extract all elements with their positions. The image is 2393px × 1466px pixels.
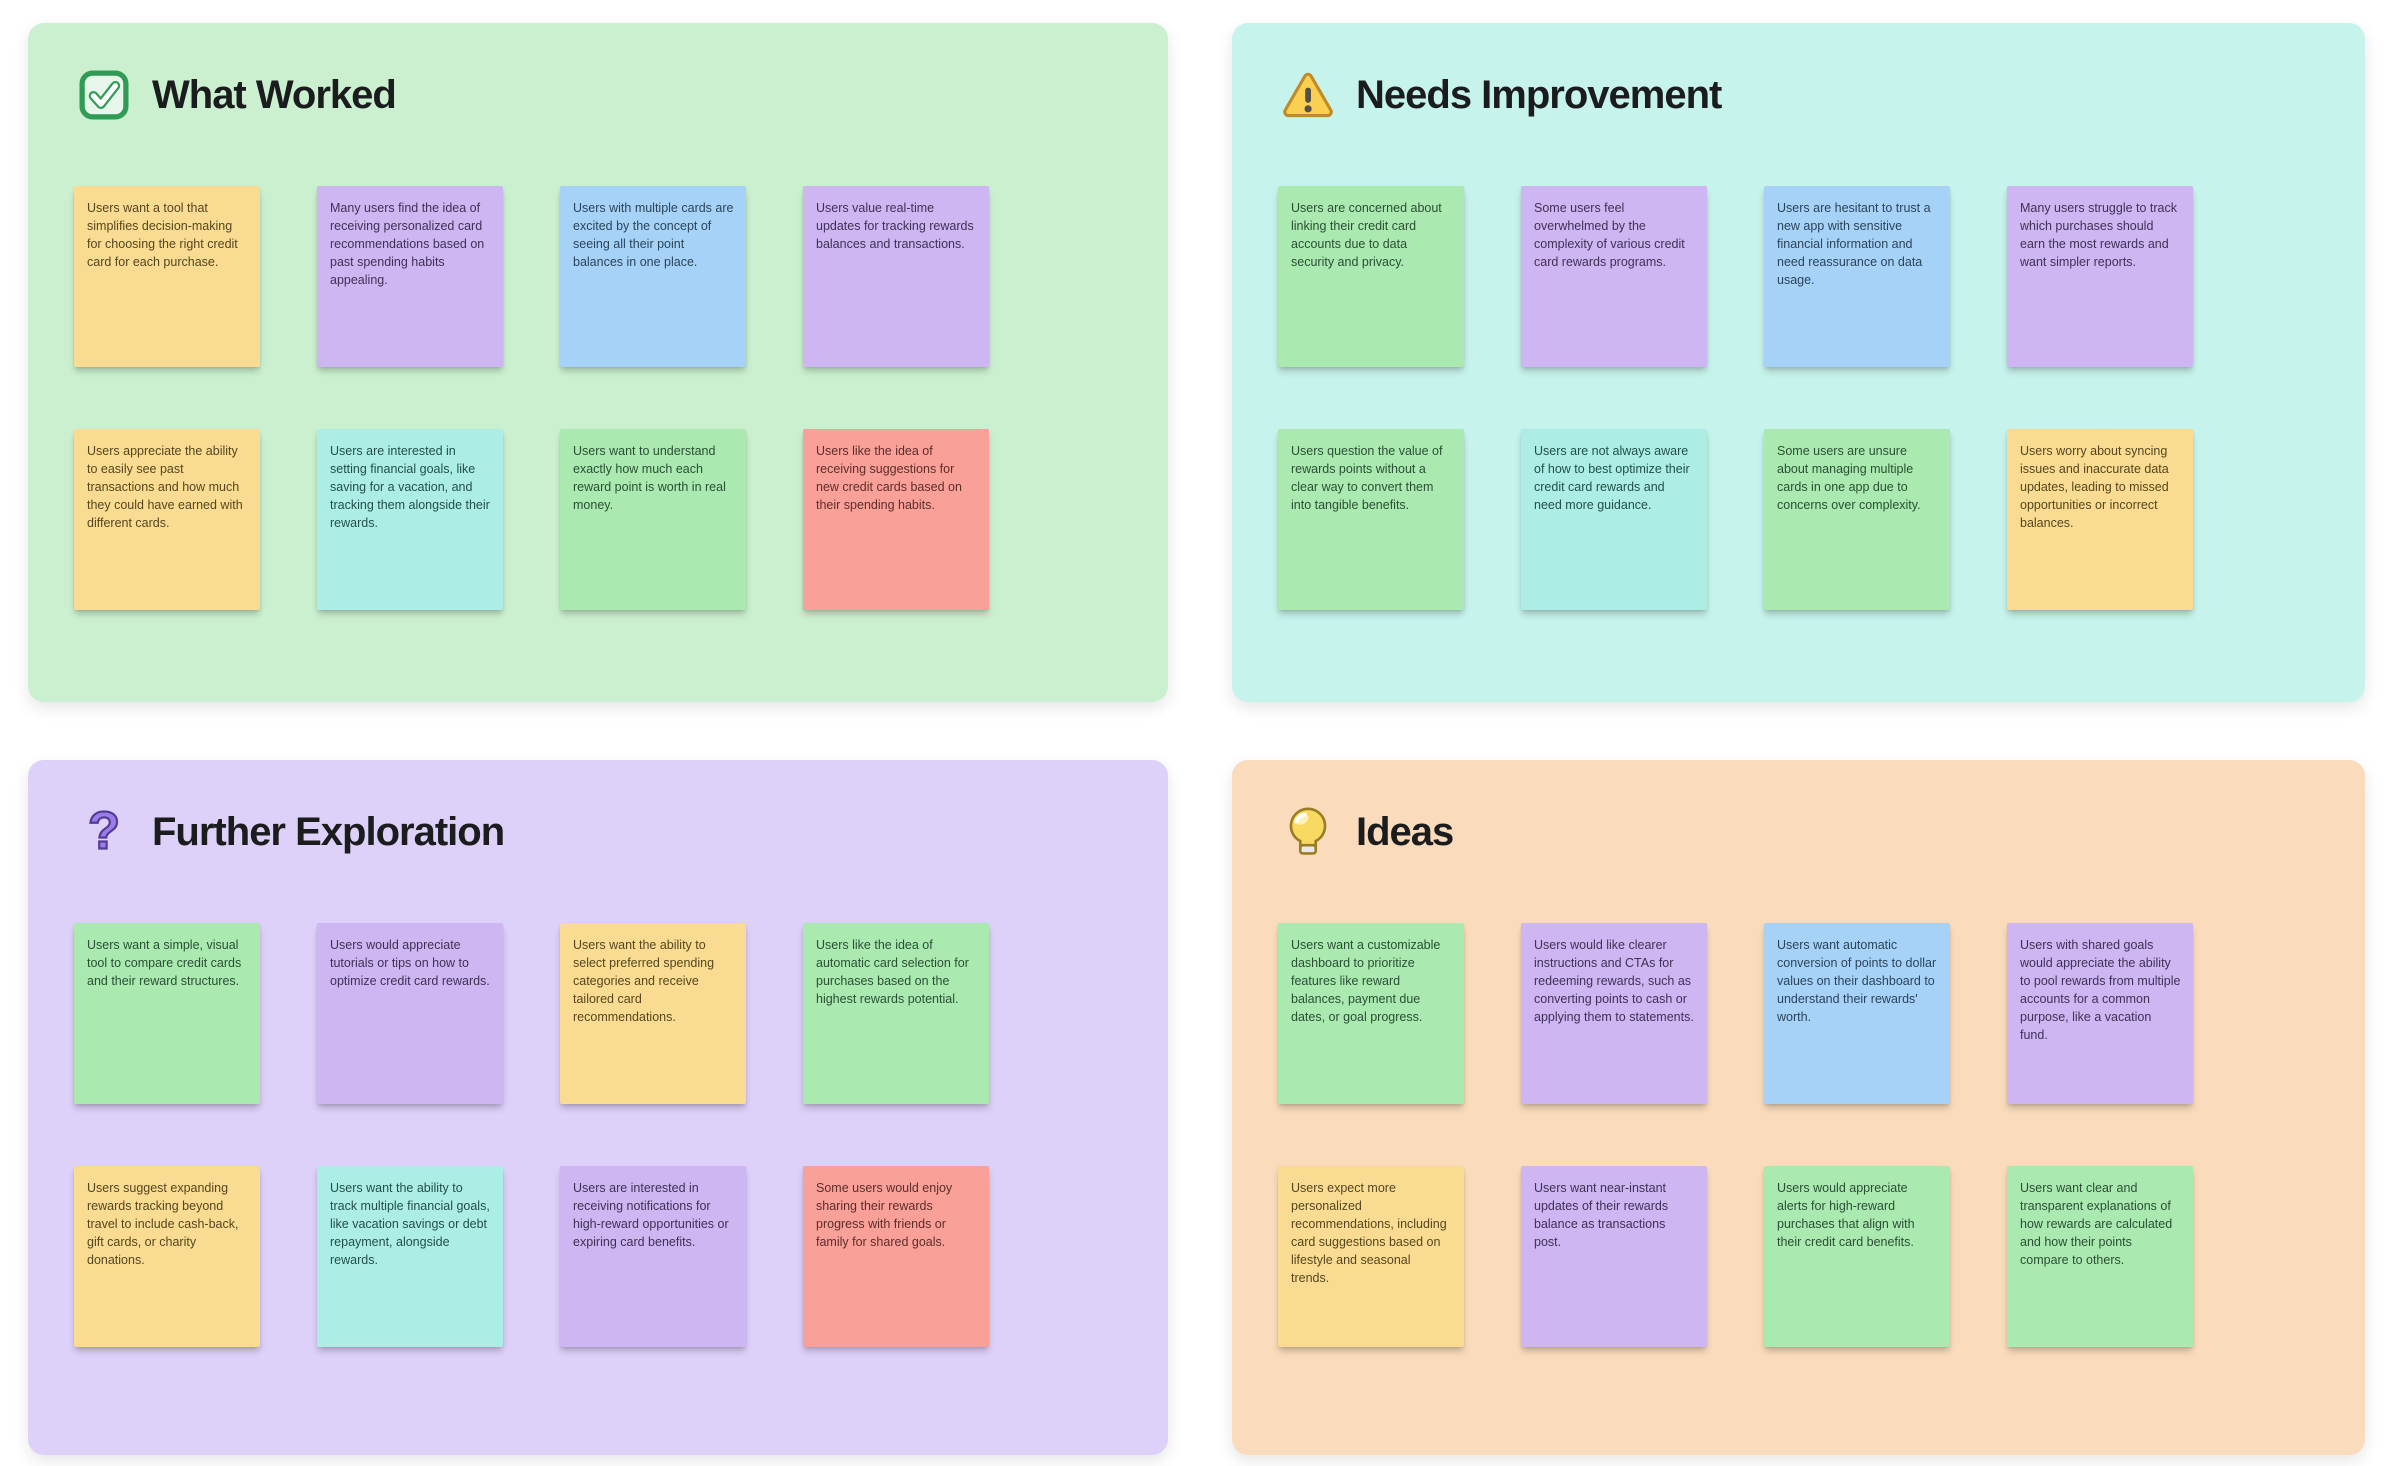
sticky-note[interactable]: Users are concerned about linking their … xyxy=(1278,186,1464,367)
check-icon xyxy=(76,67,132,123)
sticky-note[interactable]: Users expect more personalized recommend… xyxy=(1278,1166,1464,1347)
sticky-note[interactable]: Many users struggle to track which purch… xyxy=(2007,186,2193,367)
sticky-note[interactable]: Users would appreciate alerts for high-r… xyxy=(1764,1166,1950,1347)
sticky-note[interactable]: Users like the idea of receiving suggest… xyxy=(803,429,989,610)
section-header: Needs Improvement xyxy=(1280,67,1722,123)
sticky-note[interactable]: Users are interested in setting financia… xyxy=(317,429,503,610)
sticky-note[interactable]: Users with shared goals would appreciate… xyxy=(2007,923,2193,1104)
sticky-notes-grid: Users are concerned about linking their … xyxy=(1278,186,2193,610)
sticky-note[interactable]: Users want a customizable dashboard to p… xyxy=(1278,923,1464,1104)
section-header: ? Further Exploration xyxy=(76,804,505,860)
sticky-note[interactable]: Users value real-time updates for tracki… xyxy=(803,186,989,367)
sticky-note[interactable]: Users with multiple cards are excited by… xyxy=(560,186,746,367)
sticky-note[interactable]: Users want the ability to select preferr… xyxy=(560,923,746,1104)
sticky-note[interactable]: Users are hesitant to trust a new app wi… xyxy=(1764,186,1950,367)
sticky-note[interactable]: Many users find the idea of receiving pe… xyxy=(317,186,503,367)
sticky-note[interactable]: Users want near-instant updates of their… xyxy=(1521,1166,1707,1347)
section-title[interactable]: Needs Improvement xyxy=(1356,73,1722,117)
svg-text:?: ? xyxy=(88,804,120,860)
sticky-notes-grid: Users want a customizable dashboard to p… xyxy=(1278,923,2193,1347)
sticky-note[interactable]: Users want a tool that simplifies decisi… xyxy=(74,186,260,367)
question-icon: ? xyxy=(76,804,132,860)
sticky-note[interactable]: Users like the idea of automatic card se… xyxy=(803,923,989,1104)
section-title[interactable]: What Worked xyxy=(152,73,397,117)
lightbulb-icon xyxy=(1280,804,1336,860)
sticky-note[interactable]: Some users would enjoy sharing their rew… xyxy=(803,1166,989,1347)
warning-icon xyxy=(1280,67,1336,123)
sticky-notes-grid: Users want a tool that simplifies decisi… xyxy=(74,186,989,610)
section-needs-improvement[interactable]: Needs Improvement Users are concerned ab… xyxy=(1232,23,2365,702)
sticky-note[interactable]: Users want clear and transparent explana… xyxy=(2007,1166,2193,1347)
section-title[interactable]: Ideas xyxy=(1356,810,1454,854)
sticky-note[interactable]: Users would like clearer instructions an… xyxy=(1521,923,1707,1104)
section-header: Ideas xyxy=(1280,804,1454,860)
sticky-note[interactable]: Users question the value of rewards poin… xyxy=(1278,429,1464,610)
section-ideas[interactable]: Ideas Users want a customizable dashboar… xyxy=(1232,760,2365,1455)
sticky-note[interactable]: Users appreciate the ability to easily s… xyxy=(74,429,260,610)
sticky-note[interactable]: Users suggest expanding rewards tracking… xyxy=(74,1166,260,1347)
section-title[interactable]: Further Exploration xyxy=(152,810,505,854)
sticky-note[interactable]: Users are not always aware of how to bes… xyxy=(1521,429,1707,610)
sticky-notes-grid: Users want a simple, visual tool to comp… xyxy=(74,923,989,1347)
sticky-note[interactable]: Users worry about syncing issues and ina… xyxy=(2007,429,2193,610)
sticky-note[interactable]: Users want a simple, visual tool to comp… xyxy=(74,923,260,1104)
section-further-exploration[interactable]: ? Further Exploration Users want a simpl… xyxy=(28,760,1168,1455)
sticky-note[interactable]: Users want the ability to track multiple… xyxy=(317,1166,503,1347)
section-header: What Worked xyxy=(76,67,397,123)
sticky-note[interactable]: Users would appreciate tutorials or tips… xyxy=(317,923,503,1104)
section-what-worked[interactable]: What Worked Users want a tool that simpl… xyxy=(28,23,1168,702)
sticky-note[interactable]: Some users feel overwhelmed by the compl… xyxy=(1521,186,1707,367)
sticky-note[interactable]: Some users are unsure about managing mul… xyxy=(1764,429,1950,610)
sticky-note[interactable]: Users are interested in receiving notifi… xyxy=(560,1166,746,1347)
sticky-note[interactable]: Users want automatic conversion of point… xyxy=(1764,923,1950,1104)
sticky-note[interactable]: Users want to understand exactly how muc… xyxy=(560,429,746,610)
